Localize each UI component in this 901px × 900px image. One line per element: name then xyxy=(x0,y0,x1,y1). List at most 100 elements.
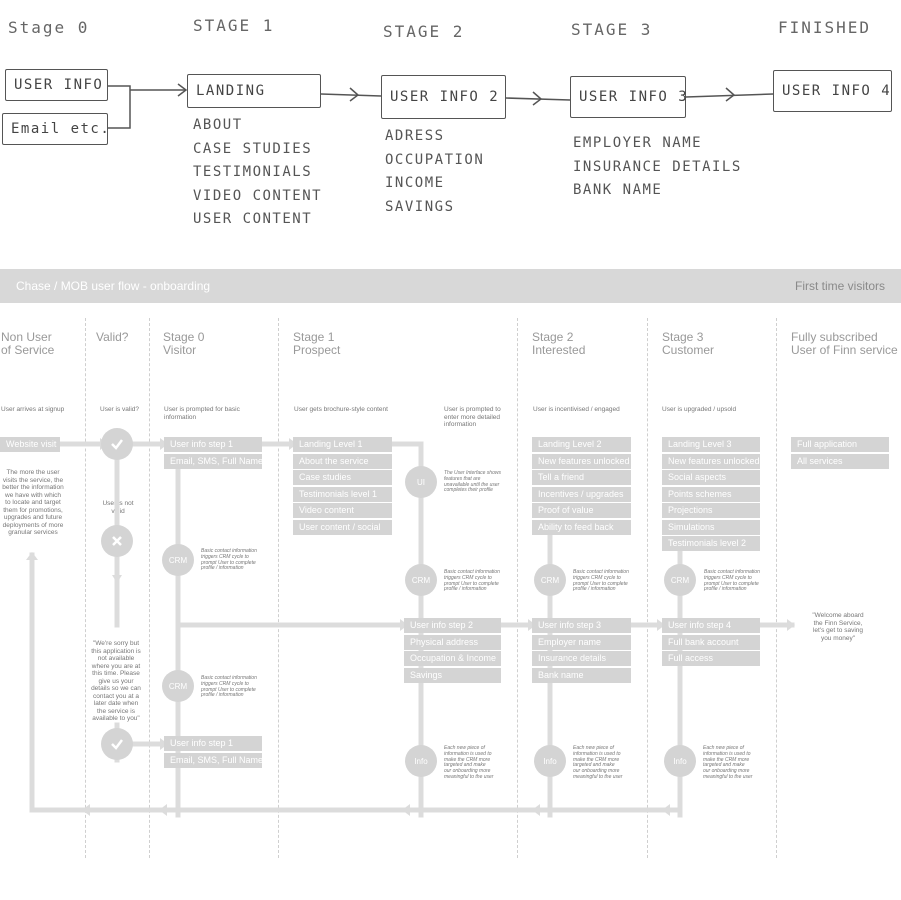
note-arrives: User arrives at signup xyxy=(1,406,65,413)
column-divider xyxy=(776,318,777,858)
box-stage2-item: New features unlocked xyxy=(532,454,631,469)
box-stage1-item: About the service xyxy=(293,454,392,469)
crm-note: Basic contact information triggers CRM c… xyxy=(704,569,760,593)
box-stage3-item: Testimonials level 2 xyxy=(662,536,760,551)
info-circle: Info xyxy=(405,745,437,777)
note-welcome: "Welcome aboard the Finn Service, let's … xyxy=(812,612,864,642)
sketch-box-user-info-4: USER INFO 4 xyxy=(773,70,892,112)
box-stage2-item: Ability to feed back xyxy=(532,520,631,535)
box-stage1-item: Testimonials level 1 xyxy=(293,487,392,502)
cross-icon xyxy=(112,536,122,546)
box-step3-item: Employer name xyxy=(532,635,631,650)
box-step3-item: Insurance details xyxy=(532,651,631,666)
column-head-non-user: Non User of Service xyxy=(1,330,55,357)
column-divider xyxy=(517,318,518,858)
sketch-list-item: ABOUT xyxy=(193,117,243,133)
sketch-box-user-info-3: USER INFO 3 xyxy=(570,76,687,118)
crm-circle: CRM xyxy=(664,564,696,596)
flow-audience: First time visitors xyxy=(795,279,885,293)
crm-circle: CRM xyxy=(162,670,194,702)
sketch-stage-finished: FINISHED xyxy=(778,18,872,37)
ui-circle: UI xyxy=(405,466,437,498)
not-valid-cross xyxy=(101,525,133,557)
sketch-stage3-list: EMPLOYER NAME INSURANCE DETAILS BANK NAM… xyxy=(573,132,742,203)
note-prompted: User is prompted for basic information xyxy=(164,406,240,421)
box-stage3-item: New features unlocked xyxy=(662,454,760,469)
check-icon xyxy=(111,739,123,750)
valid-check xyxy=(101,428,133,460)
crm-note: Basic contact information triggers CRM c… xyxy=(444,569,500,593)
note-incentivised: User is incentivised / engaged xyxy=(533,406,620,413)
box-step2-item: Savings xyxy=(404,668,501,683)
box-step2-item: Occupation & Income xyxy=(404,651,501,666)
box-step2-item: Physical address xyxy=(404,635,501,650)
box-full-item: Full application xyxy=(791,437,889,452)
box-stage2-item: Incentives / upgrades xyxy=(532,487,631,502)
box-stage0-bottom-item: Email, SMS, Full Name xyxy=(164,753,262,768)
box-stage1-item: Landing Level 1 xyxy=(293,437,392,452)
sketch-stage1-list: ABOUT CASE STUDIES TESTIMONIALS VIDEO CO… xyxy=(193,114,322,232)
sketch-list-item: OCCUPATION xyxy=(385,151,485,168)
info-circle: Info xyxy=(534,745,566,777)
note-brochure: User gets brochure-style content xyxy=(294,406,388,413)
box-stage1-item: Video content xyxy=(293,503,392,518)
sketch-box-user-info-2: USER INFO 2 xyxy=(381,75,506,119)
info-note: Each new piece of information is used to… xyxy=(573,745,623,780)
box-stage1-item: User content / social xyxy=(293,520,392,535)
sketch-list-item: CASE STUDIES xyxy=(193,140,313,157)
box-full-item: All services xyxy=(791,454,889,469)
box-stage2-item: Landing Level 2 xyxy=(532,437,631,452)
box-step4-item: Full bank account xyxy=(662,635,760,650)
note-more-visits: The more the user visits the service, th… xyxy=(2,469,64,536)
box-step3-item: User info step 3 xyxy=(532,618,631,633)
valid-check-bottom xyxy=(101,728,133,760)
crm-circle: CRM xyxy=(162,544,194,576)
box-stage3-item: Projections xyxy=(662,503,760,518)
box-stage3-item: Social aspects xyxy=(662,470,760,485)
info-circle: Info xyxy=(664,745,696,777)
sketch-list-item: EMPLOYER NAME xyxy=(573,135,703,151)
sketch-list-item: VIDEO CONTENT xyxy=(193,187,323,204)
sketch-list-item: SAVINGS xyxy=(385,198,455,215)
flow-title: Chase / MOB user flow - onboarding xyxy=(16,279,211,293)
sketch-stage-3: STAGE 3 xyxy=(571,20,653,39)
box-step3-item: Bank name xyxy=(532,668,631,683)
sketch-stage2-list: ADRESS OCCUPATION INCOME SAVINGS xyxy=(385,125,484,219)
info-note: Each new piece of information is used to… xyxy=(703,745,753,780)
box-stage2-item: Proof of value xyxy=(532,503,631,518)
column-head-stage-0: Stage 0 Visitor xyxy=(163,330,205,357)
sketch-list-item: INSURANCE DETAILS xyxy=(573,158,742,175)
column-head-stage-2: Stage 2 Interested xyxy=(532,330,586,357)
sketch-arrows xyxy=(108,83,774,129)
note-upgraded: User is upgraded / upsold xyxy=(662,406,737,413)
column-head-stage-3: Stage 3 Customer xyxy=(662,330,715,357)
sketch-box-user-info: USER INFO xyxy=(5,69,108,101)
flow-header-bar: Chase / MOB user flow - onboarding First… xyxy=(0,269,901,303)
sketch-list-item: TESTIMONIALS xyxy=(193,164,313,180)
check-icon xyxy=(111,439,123,450)
box-stage3-item: Landing Level 3 xyxy=(662,437,760,452)
sketch-list-item: INCOME xyxy=(385,175,445,191)
column-divider xyxy=(85,318,86,858)
sketch-box-landing: LANDING xyxy=(187,74,321,108)
box-stage3-item: Points schemes xyxy=(662,487,760,502)
sketch-stage-0: Stage 0 xyxy=(8,18,90,37)
note-sorry: "We're sorry but this application is not… xyxy=(91,640,141,722)
ui-note: The User Interface shows features that a… xyxy=(444,470,501,494)
box-stage0-step1-item: Email, SMS, Full Name xyxy=(164,454,262,469)
sketch-list-item: ADRESS xyxy=(385,128,445,144)
sketch-list-item: BANK NAME xyxy=(573,182,663,198)
sketch-stage-1: STAGE 1 xyxy=(193,16,275,35)
box-stage3-item: Simulations xyxy=(662,520,760,535)
crm-note: Basic contact information triggers CRM c… xyxy=(573,569,629,593)
crm-note: Basic contact information triggers CRM c… xyxy=(201,675,257,699)
crm-note: Basic contact information triggers CRM c… xyxy=(201,548,257,572)
sketch-stage-2: STAGE 2 xyxy=(383,22,465,41)
column-head-fully-subscribed: Fully subscribed User of Finn service xyxy=(791,330,898,357)
crm-circle: CRM xyxy=(534,564,566,596)
box-step2-item: User info step 2 xyxy=(404,618,501,633)
box-stage2-item: Tell a friend xyxy=(532,470,631,485)
box-step4-item: Full access xyxy=(662,651,760,666)
info-note: Each new piece of information is used to… xyxy=(444,745,494,780)
column-divider xyxy=(278,318,279,858)
